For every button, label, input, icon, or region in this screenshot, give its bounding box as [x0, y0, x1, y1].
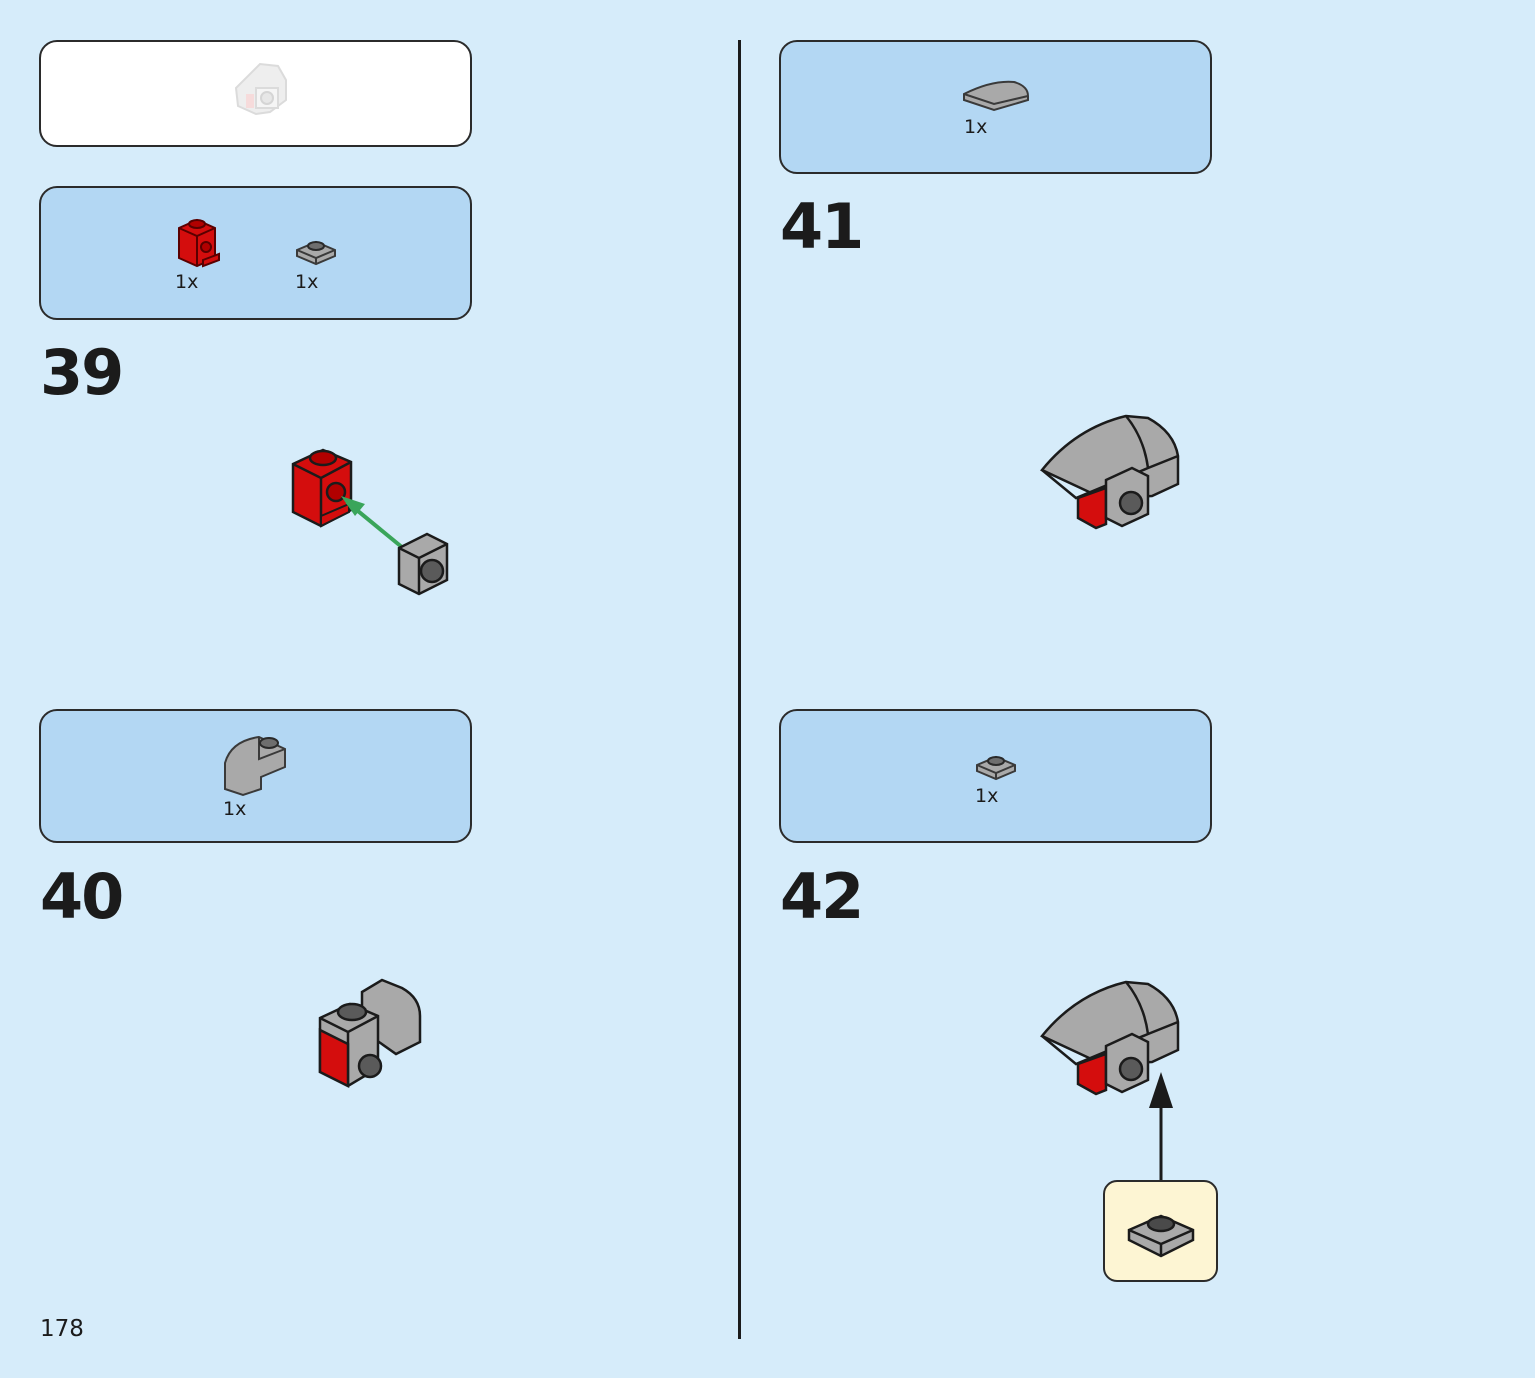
gray-plate-1x1-icon	[976, 755, 1016, 781]
step-39-number: 39	[40, 336, 124, 409]
step-40-parts-panel: 1x	[39, 709, 472, 843]
gray-curved-brick-icon	[224, 735, 286, 797]
gray-plate-1x1-icon	[296, 240, 336, 266]
step-41-part-1-qty: 1x	[964, 116, 988, 138]
step-39-assembly-illustration	[291, 448, 449, 596]
page-number: 178	[40, 1316, 84, 1342]
red-brick-1x1-side-stud-icon	[178, 218, 220, 268]
step-39-parts-panel: 1x 1x	[39, 186, 472, 320]
faded-assembly-icon	[234, 62, 287, 116]
step-41-parts-panel: 1x	[779, 40, 1212, 174]
step-40-number: 40	[40, 860, 124, 933]
step-41-assembly-illustration	[1040, 414, 1180, 530]
assembly-arrow-up	[1149, 1072, 1173, 1180]
step-42-assembly-illustration	[1040, 980, 1180, 1096]
gray-plate-1x1-icon	[397, 532, 449, 596]
step-40-assembly-illustration	[318, 978, 422, 1089]
reference-panel	[39, 40, 472, 147]
step-39-part-2-qty: 1x	[295, 271, 319, 293]
step-42-part-1-qty: 1x	[975, 785, 999, 807]
gray-curved-slope-icon	[963, 80, 1029, 112]
step-39-part-1-qty: 1x	[175, 271, 199, 293]
step-42-parts-panel: 1x	[779, 709, 1212, 843]
step-42-number: 42	[780, 860, 864, 933]
red-brick-1x1-side-stud-icon	[291, 448, 353, 528]
gray-plate-1x1-icon	[1127, 1214, 1195, 1258]
step-42-callout	[1103, 1180, 1218, 1282]
step-41-number: 41	[780, 190, 864, 263]
step-40-part-1-qty: 1x	[223, 798, 247, 820]
assembly-arrow	[341, 496, 405, 550]
column-divider	[738, 40, 741, 1339]
